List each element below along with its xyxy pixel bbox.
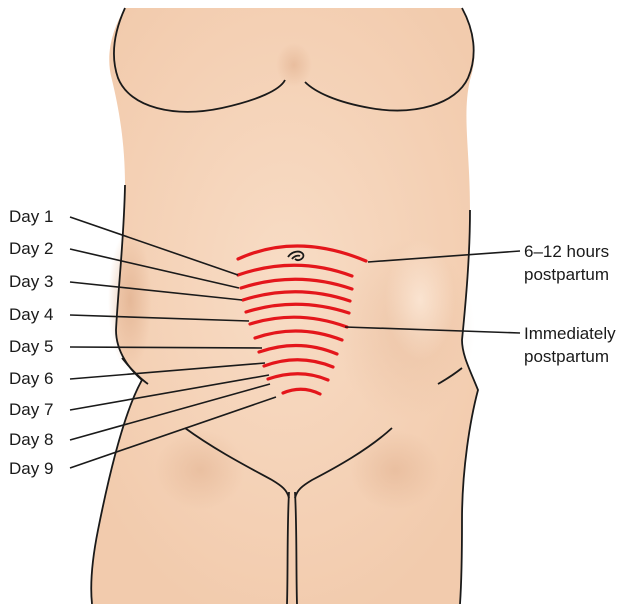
groin-shadow-right — [350, 430, 440, 510]
label-day-7: Day 7 — [9, 400, 53, 419]
sternum-shadow — [276, 43, 312, 87]
label-day-9: Day 9 — [9, 459, 53, 478]
label-day-8: Day 8 — [9, 430, 53, 449]
label-day-4: Day 4 — [9, 305, 53, 324]
label-immediately-line1: Immediately — [524, 324, 616, 343]
label-day-2: Day 2 — [9, 239, 53, 258]
groin-shadow-left — [155, 430, 245, 510]
left-flank-shadow — [108, 230, 152, 370]
label-day-3: Day 3 — [9, 272, 53, 291]
time-labels: 6–12 hours postpartum Immediately postpa… — [524, 242, 616, 366]
leader-day-5 — [70, 347, 262, 348]
label-day-1: Day 1 — [9, 207, 53, 226]
label-immediately-line2: postpartum — [524, 347, 609, 366]
label-day-6: Day 6 — [9, 369, 53, 388]
label-day-5: Day 5 — [9, 337, 53, 356]
label-6-12-hours-line2: postpartum — [524, 265, 609, 284]
day-labels: Day 1 Day 2 Day 3 Day 4 Day 5 Day 6 Day … — [9, 207, 53, 478]
label-6-12-hours-line1: 6–12 hours — [524, 242, 609, 261]
